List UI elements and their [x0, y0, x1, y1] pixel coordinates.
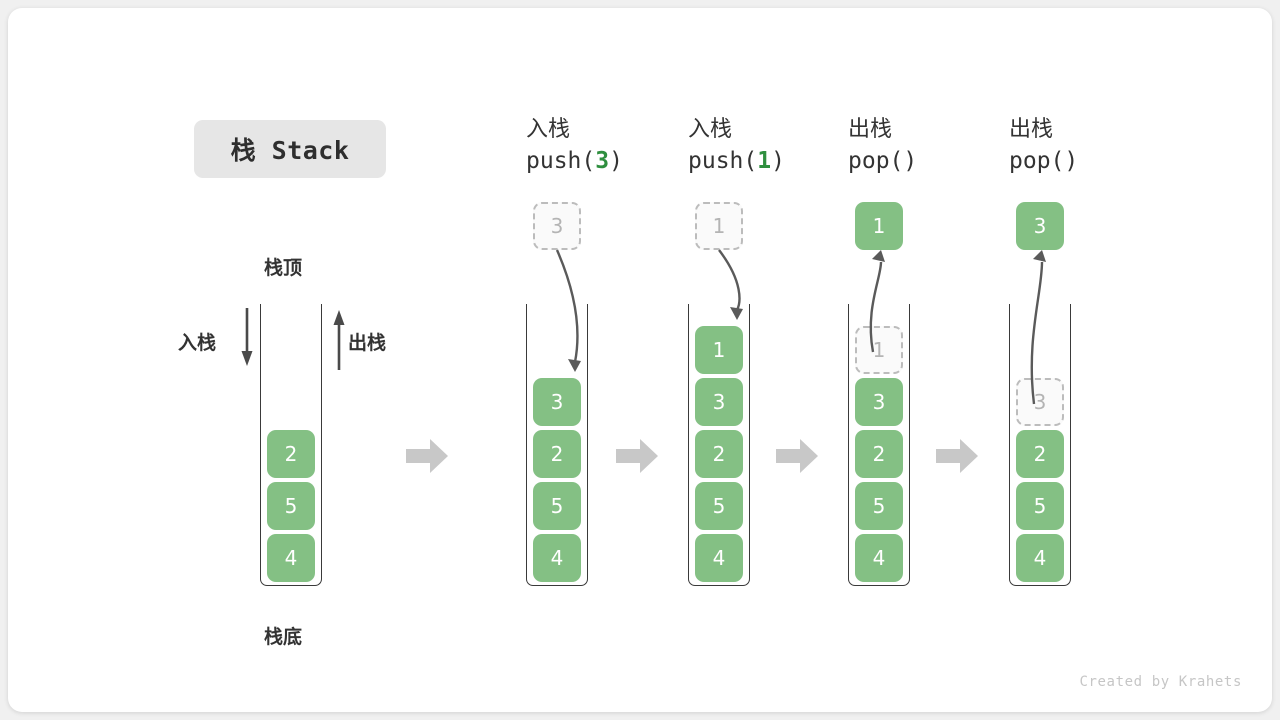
pending-push-value: 3: [533, 202, 581, 250]
step-operation-name: 出栈: [1009, 117, 1054, 142]
step-operation-name: 入栈: [688, 117, 733, 142]
pop-arrow-icon: [869, 250, 885, 353]
stack-cell: 4: [533, 534, 581, 582]
stack-cell: 1: [695, 326, 743, 374]
diagram-title: 栈 Stack: [194, 120, 386, 178]
stack-cell: 4: [1016, 534, 1064, 582]
step-operation-argument: 3: [595, 148, 610, 175]
step-operation-code: pop(): [848, 148, 918, 175]
push-arrow-icon: [718, 249, 743, 320]
stack-cell: 4: [855, 534, 903, 582]
stack-cell-ghost: 3: [1016, 378, 1064, 426]
attribution-footer: Created by Krahets: [1079, 674, 1242, 690]
pop-label: 出栈: [348, 332, 387, 354]
step-operation-code: pop(): [1009, 148, 1079, 175]
step-operation-name: 入栈: [526, 117, 571, 142]
stack-bottom-label: 栈底: [264, 626, 303, 648]
stack-cell: 5: [533, 482, 581, 530]
flow-chevron-icon: [776, 439, 818, 473]
stack-top-label: 栈顶: [264, 257, 303, 279]
stack-cell: 4: [267, 534, 315, 582]
flow-chevron-icon: [406, 439, 448, 473]
step-operation-name: 出栈: [848, 117, 893, 142]
stack-cell: 2: [533, 430, 581, 478]
stack-cell: 5: [1016, 482, 1064, 530]
push-direction-arrow: [241, 308, 253, 366]
step-operation-code: push(1): [688, 148, 785, 175]
pop-direction-arrow: [333, 310, 345, 370]
stack-cell: 2: [267, 430, 315, 478]
popped-value: 3: [1016, 202, 1064, 250]
step-header: 入栈 push(3): [526, 114, 696, 178]
stack-cell: 2: [695, 430, 743, 478]
flow-chevron-icon: [936, 439, 978, 473]
stack-cell: 5: [695, 482, 743, 530]
stack-cell: 2: [855, 430, 903, 478]
stack-cell: 3: [533, 378, 581, 426]
stack-cell-ghost: 1: [855, 326, 903, 374]
pending-push-value: 1: [695, 202, 743, 250]
popped-value: 1: [855, 202, 903, 250]
stack-cell: 3: [855, 378, 903, 426]
push-label: 入栈: [178, 332, 217, 354]
stack-cell: 5: [267, 482, 315, 530]
step-operation-code: push(3): [526, 148, 623, 175]
stack-cell: 3: [695, 378, 743, 426]
stack-cell: 4: [695, 534, 743, 582]
flow-chevron-icon: [616, 439, 658, 473]
stack-cell: 2: [1016, 430, 1064, 478]
step-operation-argument: 1: [757, 148, 772, 175]
step-header: 出栈 pop(): [848, 114, 1018, 178]
step-header: 出栈 pop(): [1009, 114, 1179, 178]
push-arrow-icon: [555, 249, 581, 372]
stack-cell: 5: [855, 482, 903, 530]
step-header: 入栈 push(1): [688, 114, 858, 178]
pop-arrow-icon: [1030, 250, 1046, 405]
